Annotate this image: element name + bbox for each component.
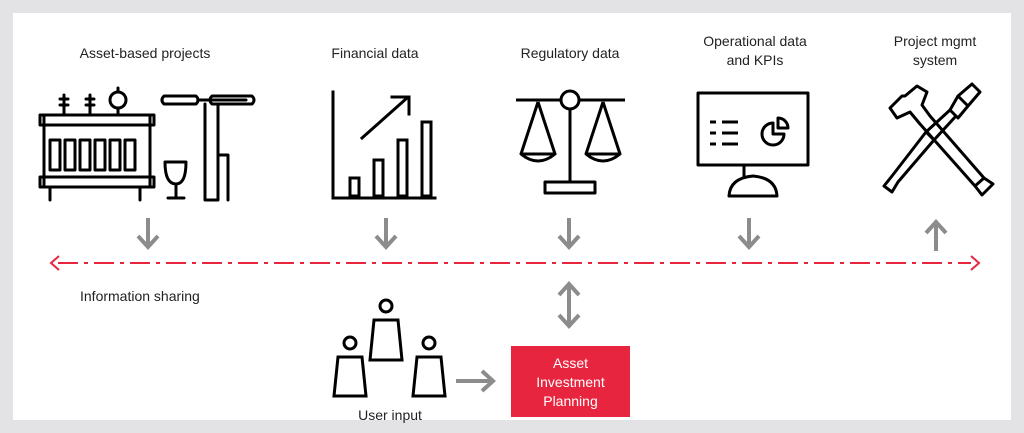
growth-bar-chart-icon [331, 90, 437, 200]
source-label-financial: Financial data [331, 45, 419, 61]
source-label-operational: Operational data and KPIs [703, 33, 807, 68]
dashboard-monitor-icon [696, 91, 810, 198]
user-input-label: User input [358, 407, 422, 423]
source-label-asset-projects: Asset-based projects [79, 45, 211, 61]
balance-scale-icon [516, 89, 625, 195]
arrow-down-regulatory [557, 218, 581, 250]
information-sharing-label: Information sharing [80, 288, 200, 304]
arrow-up-project-mgmt [924, 219, 948, 251]
transformer-and-pole-icon [38, 86, 256, 202]
wrench-screwdriver-icon [882, 82, 995, 197]
asset-investment-planning-label: Asset Investment Planning [536, 355, 605, 409]
information-sharing-bus [49, 255, 981, 271]
source-label-regulatory: Regulatory data [520, 45, 620, 61]
arrow-bidirectional-planning [557, 281, 581, 329]
asset-investment-planning-box: Asset Investment Planning [511, 346, 630, 417]
arrow-down-operational [737, 218, 761, 250]
arrow-right-user-input [456, 369, 496, 393]
arrow-down-asset-projects [136, 218, 160, 250]
user-group-icon [332, 298, 447, 398]
source-label-project-mgmt: Project mgmt system [893, 33, 977, 68]
arrow-down-financial [374, 218, 398, 250]
